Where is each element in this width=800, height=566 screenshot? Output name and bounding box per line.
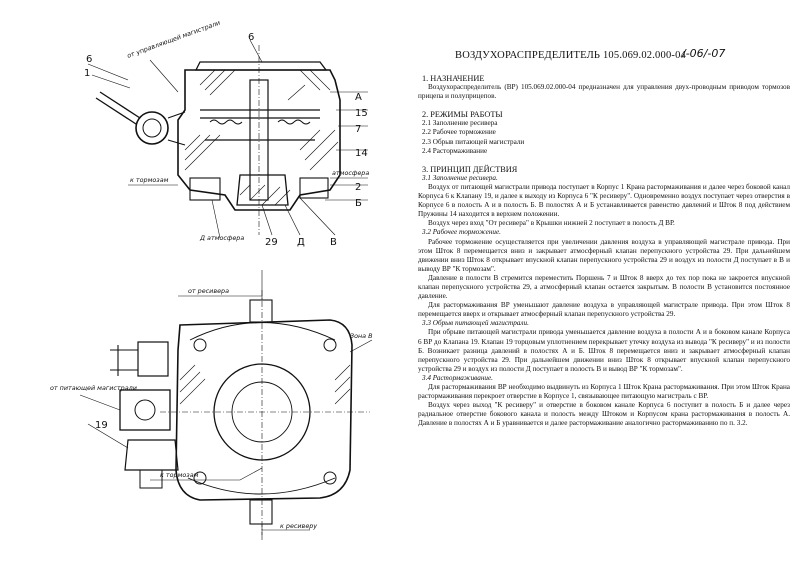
- mode-item: 2.3 Обрыв питающей магистрали: [422, 137, 525, 146]
- document-title: ВОЗДУХОРАСПРЕДЕЛИТЕЛЬ 105.069.02.000-04: [455, 50, 686, 61]
- label-1: 1: [84, 68, 90, 79]
- subsection-3-2-p3: Для растормаживания ВР уменьшают давлени…: [418, 301, 790, 319]
- technical-drawing: 6 1 6 от управляющей магистрали А 15 7 1…: [50, 19, 373, 540]
- subsection-3-1-p2: Воздух через вход "От ресивера" в Крышки…: [428, 219, 675, 228]
- mode-item: 2.1 Заполнение ресивера: [422, 119, 498, 128]
- label-19: 19: [95, 420, 108, 431]
- mode-item: 2.4 Растормаживание: [422, 146, 488, 155]
- section-1-heading: 1. НАЗНАЧЕНИЕ: [422, 74, 485, 83]
- mode-item: 2.2 Рабочее торможение: [422, 128, 496, 137]
- section-2-heading: 2. РЕЖИМЫ РАБОТЫ: [422, 110, 503, 120]
- label-14: 14: [355, 148, 368, 159]
- label-V: В: [330, 237, 337, 248]
- subsection-3-4-p1: Для растормаживания ВР необходимо выдвин…: [418, 383, 790, 401]
- label-29: 29: [265, 237, 278, 248]
- label-6-left: 6: [86, 54, 92, 65]
- document-body: 1. НАЗНАЧЕНИЕ Воздухораспределитель (ВР)…: [418, 74, 790, 428]
- label-to-brakes-top: к тормозам: [130, 176, 169, 184]
- bottom-section-drawing: [79, 270, 373, 540]
- subsection-3-1-title: 3.1 Заполнение ресивера.: [422, 173, 498, 182]
- label-to-control-line: от управляющей магистрали: [126, 19, 221, 60]
- label-to-receiver: к ресиверу: [280, 522, 317, 530]
- label-to-brakes-bottom: к тормозам: [160, 471, 199, 479]
- section-1-text: Воздухораспределитель (ВР) 105.069.02.00…: [418, 83, 790, 101]
- label-6-top: 6: [248, 32, 254, 43]
- label-from-receiver: от ресивера: [188, 287, 229, 295]
- subsection-3-2-title: 3.2 Рабочее торможение.: [422, 228, 501, 237]
- subsection-3-4-p2: Воздух через выход "К ресиверу" и отверс…: [418, 401, 790, 428]
- label-zone: Зона В: [350, 332, 373, 340]
- drawing-svg: 6 1 6 от управляющей магистрали А 15 7 1…: [50, 19, 373, 540]
- subsection-3-2-p1: Рабочее торможение осуществляется при ув…: [418, 237, 790, 273]
- subsection-3-3-p1: При обрыве питающей магистрали привода у…: [418, 328, 790, 373]
- label-D: Д: [297, 237, 305, 248]
- top-section-drawing: [87, 39, 368, 239]
- section-3-heading: 3. ПРИНЦИП ДЕЙСТВИЯ: [422, 164, 518, 174]
- label-B-top: Б: [355, 198, 362, 209]
- label-atm: атмосфера: [332, 169, 369, 177]
- label-2: 2: [355, 182, 361, 193]
- subsection-3-3-title: 3.3 Обрыв питающей магистрали.: [422, 319, 529, 328]
- label-15: 15: [355, 108, 368, 119]
- label-control-line: от питающей магистрали: [50, 384, 137, 392]
- handwritten-note: /-06/-07: [682, 47, 726, 60]
- subsection-3-2-p2: Давление в полости В стремится перемести…: [418, 273, 790, 301]
- subsection-3-4-title: 3.4 Растормаживание.: [422, 373, 493, 382]
- label-atm2: Д атмосфера: [199, 234, 244, 242]
- subsection-3-1-p1: Воздух от питающей магистрали привода по…: [418, 182, 790, 219]
- label-7: 7: [355, 124, 361, 135]
- label-A-top: А: [355, 92, 362, 103]
